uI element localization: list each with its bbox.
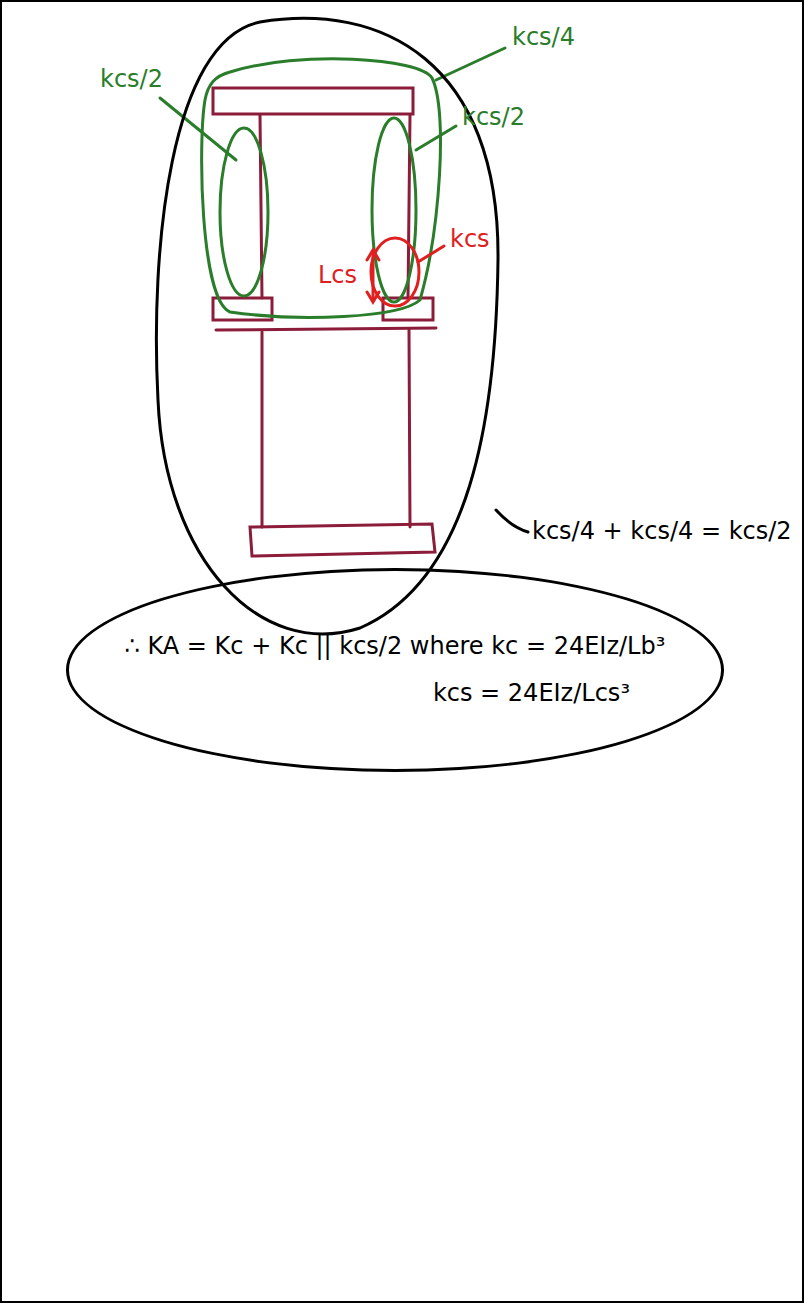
leader-line [418,246,444,262]
arrow-heads [367,250,379,302]
outer-green-loop [202,59,441,318]
formula-text: ∴ KA = Kc + Kc || kcs/2 where kc = 24EIz… [125,632,666,661]
handwritten-label: kcs/2 [462,104,525,130]
left-lower-column [261,332,264,527]
leader-line [160,98,236,160]
leader-line [416,126,456,150]
right-lower-column [409,330,410,527]
formula-text: kcs = 24EIz/Lcs³ [433,679,630,708]
leader-line [436,48,505,80]
right-green-loop [372,118,416,302]
handwritten-label: Lcs [318,262,357,288]
bottom-beam [250,524,435,556]
middle-beam [216,328,436,330]
leader-line [496,510,528,532]
handwritten-label: kcs/4 [512,24,575,50]
top-beam [213,88,413,114]
handwritten-label: kcs [450,226,490,252]
handwritten-label: kcs/2 [100,66,163,92]
length-arrow [372,252,375,300]
outer-black-loop [156,18,498,634]
formula-outline: ∴ KA = Kc + Kc || kcs/2 where kc = 24EIz… [66,568,725,772]
handwritten-label: kcs/4 + kcs/4 = kcs/2 [532,518,792,544]
